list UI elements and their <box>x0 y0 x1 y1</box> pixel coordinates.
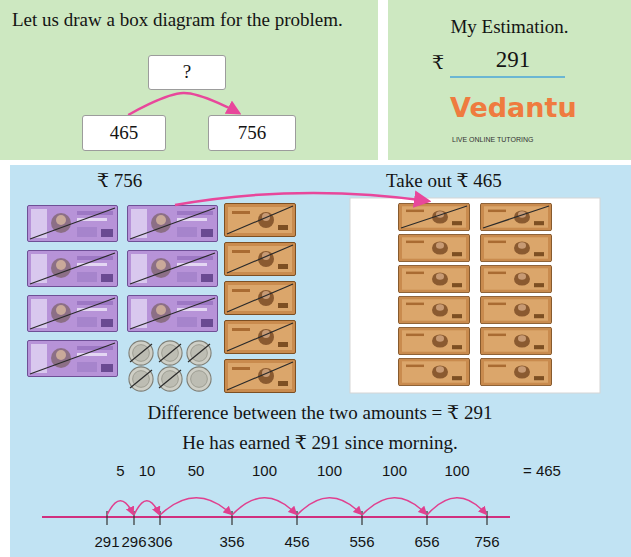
tick-value: 556 <box>349 533 374 551</box>
text-holder: = 465 <box>523 462 561 480</box>
jump-amount: 100 <box>444 462 469 480</box>
diagram-box: 465 <box>82 115 166 151</box>
instruction-text: Let us draw a box diagram for the proble… <box>12 9 352 32</box>
tick-value: 656 <box>414 533 439 551</box>
text-holder: 656 <box>387 533 467 551</box>
box-text: 756 <box>238 122 267 145</box>
text-holder: Difference between the two amounts = ₹ 2… <box>50 402 590 425</box>
text-holder: 10 <box>107 462 187 480</box>
text-holder: 356 <box>192 533 272 551</box>
text-holder: 306 <box>120 533 200 551</box>
text-holder: 100 <box>355 462 435 480</box>
text-holder: 456 <box>257 533 337 551</box>
panel-heading: My Estimation. <box>450 16 568 39</box>
tick-value: 456 <box>284 533 309 551</box>
text-holder: He has earned ₹ 291 since morning. <box>50 432 590 455</box>
jump-amount: 50 <box>188 462 205 480</box>
result-sentence: Difference between the two amounts = ₹ 2… <box>148 402 493 425</box>
currency-sign: ₹ <box>432 52 444 75</box>
tick-value: 356 <box>219 533 244 551</box>
estimate-value: 291 <box>496 46 531 74</box>
text-holder: LIVE ONLINE TUTORING <box>452 128 533 146</box>
box-text: 465 <box>110 122 139 145</box>
text-holder: 100 <box>225 462 305 480</box>
logo-tagline: LIVE ONLINE TUTORING <box>452 136 533 144</box>
answer-line <box>450 76 565 78</box>
diagram-box: 756 <box>208 115 296 151</box>
text-holder: ? <box>149 56 225 89</box>
number-line <box>42 498 510 525</box>
problem-panel: ? 465 756 Let us draw a box diagram for the… <box>0 0 378 160</box>
text-holder: 756 <box>447 533 527 551</box>
tick-value: 296 <box>121 533 146 551</box>
diagram-box: ? <box>148 55 226 90</box>
money-illustration <box>10 165 631 557</box>
tick-value: 756 <box>474 533 499 551</box>
jump-amount: 5 <box>116 462 124 480</box>
text-holder: 100 <box>290 462 370 480</box>
take-out-arrow <box>175 193 428 205</box>
taken-notes <box>399 203 552 385</box>
jump-amount: 100 <box>382 462 407 480</box>
box-text: ? <box>183 61 191 84</box>
text-holder: ₹ <box>432 52 444 75</box>
text-holder: 100 <box>417 462 497 480</box>
jump-amount: 100 <box>317 462 342 480</box>
text-holder: 291 <box>458 46 568 74</box>
amount-caption: ₹ 756 <box>97 170 142 193</box>
taken-out-tray <box>350 198 600 393</box>
text-holder: Take out ₹ 465 <box>386 170 502 193</box>
text-holder: Let us draw a box diagram for the proble… <box>12 9 352 32</box>
cross-out-strokes <box>30 206 549 390</box>
text-holder: 556 <box>322 533 402 551</box>
connector-arrow <box>128 93 239 115</box>
tick-value: 291 <box>94 533 119 551</box>
estimation-panel: My Estimation. ₹291VedantuLIVE ONLINE TUT… <box>388 0 631 160</box>
text-holder: 50 <box>156 462 236 480</box>
result-sentence: He has earned ₹ 291 since morning. <box>182 432 457 455</box>
text-holder: Vedantu <box>450 92 577 124</box>
jump-total: = 465 <box>523 462 561 480</box>
ten-notes <box>225 204 296 393</box>
tick-value: 306 <box>147 533 172 551</box>
text-holder: 465 <box>83 116 165 150</box>
text-holder: ₹ 756 <box>97 170 142 193</box>
text-holder: 756 <box>209 116 295 150</box>
hundred-notes <box>28 206 218 377</box>
money-panel: ₹ 756 Take out ₹ 465Difference between th… <box>10 165 631 557</box>
coins <box>129 341 211 391</box>
amount-caption: Take out ₹ 465 <box>386 170 502 193</box>
jump-amount: 10 <box>139 462 156 480</box>
text-holder: My Estimation. <box>388 16 631 39</box>
logo-wordmark: Vedantu <box>450 92 577 124</box>
jump-amount: 100 <box>252 462 277 480</box>
